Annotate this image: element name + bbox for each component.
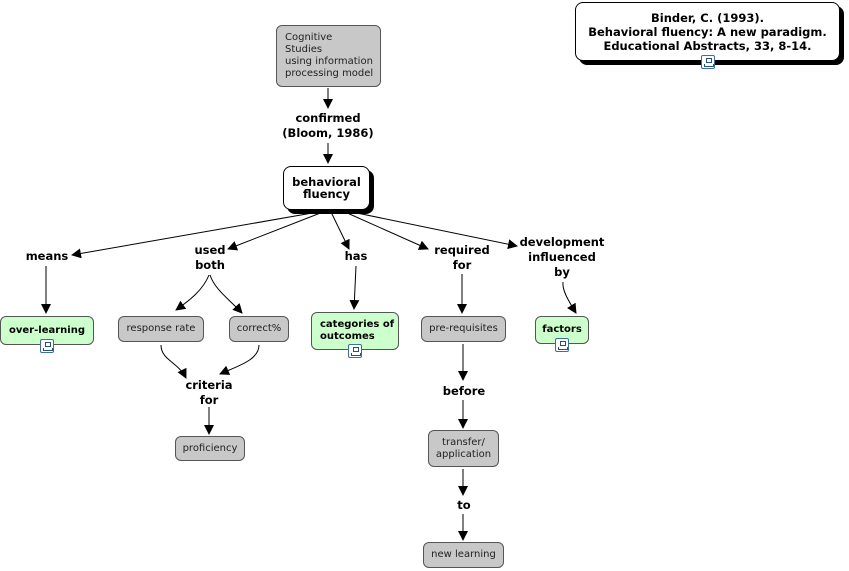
link-label-required-for: required for [434,243,490,272]
node-label: behavioral fluency [292,175,361,201]
link-label-to: to [457,498,471,512]
node-label: correct% [236,323,282,334]
concept-map-icon[interactable] [555,338,569,352]
connector [351,211,518,250]
node-label: response rate [126,323,196,334]
link-label-before: before [442,384,486,398]
connector [219,344,260,375]
node-label: pre-requisites [429,323,498,334]
node-label: over-learning [9,324,85,336]
connector [175,274,210,311]
link-label-criteria-for: criteria for [185,378,233,407]
citation-text: Binder, C. (1993). Behavioral fluency: A… [588,10,827,53]
link-label-used-both: used both [194,243,226,272]
connector [349,265,360,310]
connector [344,211,429,250]
link-label-means: means [25,249,69,263]
connector [227,211,324,251]
citation-box[interactable]: Binder, C. (1993). Behavioral fluency: A… [575,2,840,61]
concept-map-icon[interactable] [348,344,362,358]
node-label: transfer/ application [435,436,492,460]
node-label: Cognitive Studies using information proc… [285,32,374,79]
node-label: categories of outcomes [320,319,395,342]
node-categories-of-outcomes[interactable]: categories of outcomes [311,312,399,350]
node-label: new learning [431,549,496,560]
node-label: proficiency [182,442,238,454]
node-pre-requisites[interactable]: pre-requisites [421,316,506,342]
connector [562,281,577,314]
link-label-development: development influenced by [519,235,605,279]
connector [160,344,187,379]
node-transfer-application[interactable]: transfer/ application [428,430,499,467]
connector [71,211,319,259]
node-label: factors [542,324,582,335]
node-new-learning[interactable]: new learning [423,542,504,568]
link-label-confirmed: confirmed (Bloom, 1986) [282,111,374,140]
link-label-has: has [344,249,368,263]
connector [209,274,243,314]
connector [330,211,350,250]
node-behavioral-fluency[interactable]: behavioral fluency [283,166,370,210]
node-response-rate[interactable]: response rate [118,316,204,342]
node-proficiency[interactable]: proficiency [175,436,245,461]
node-cognitive-studies[interactable]: Cognitive Studies using information proc… [276,25,381,87]
concept-map-icon[interactable] [701,55,715,69]
node-correct-percent[interactable]: correct% [229,316,289,342]
concept-map-icon[interactable] [40,339,54,353]
